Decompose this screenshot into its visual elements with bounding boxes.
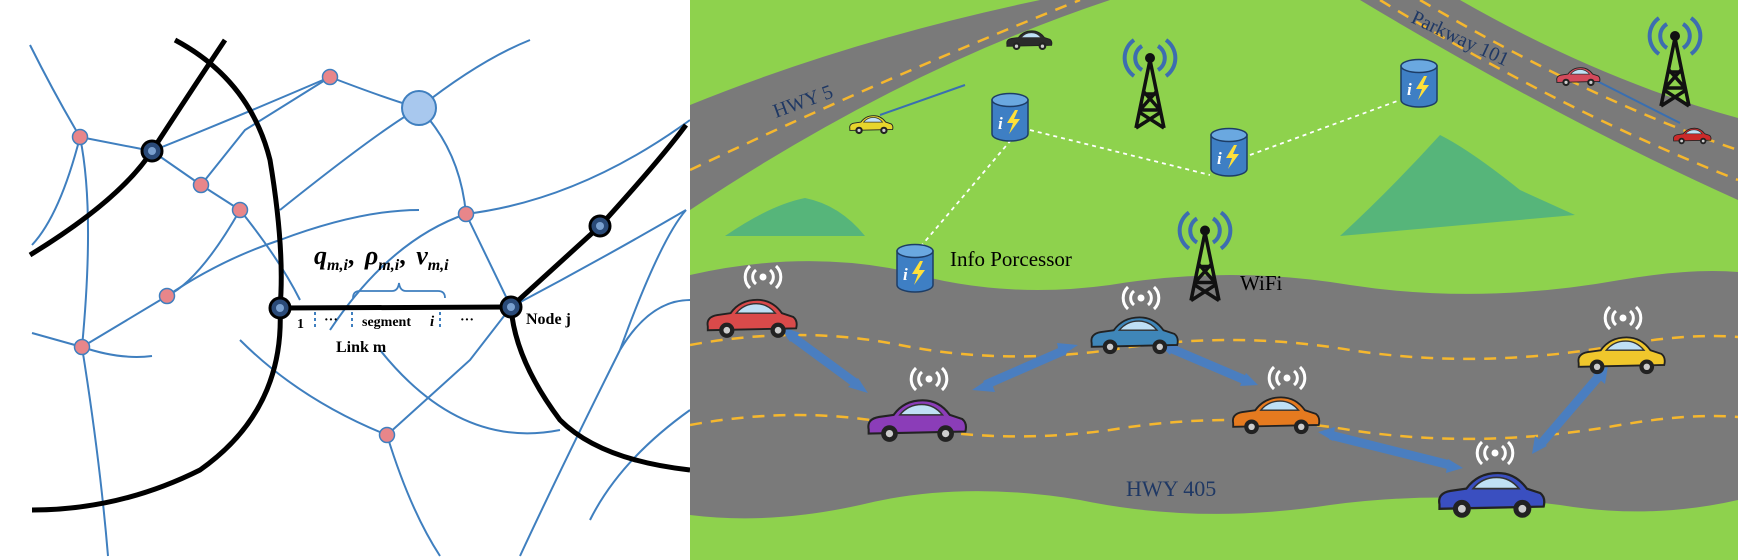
info-processor-icon-1 bbox=[991, 92, 1029, 142]
road-network-diagram: qm,i, ρm,i, vm,i 1 ··· segment i ··· Nod… bbox=[28, 37, 691, 557]
hwy405-lane-line-2 bbox=[690, 413, 1738, 441]
v2v-arrows bbox=[787, 331, 1604, 470]
segment-ticks bbox=[314, 312, 441, 328]
segment-start-label: 1 bbox=[297, 317, 304, 332]
ellipsis-left: ··· bbox=[324, 313, 338, 328]
wifi-label: WiFi bbox=[1240, 271, 1282, 295]
major-roads bbox=[28, 37, 691, 513]
segment-brace bbox=[352, 282, 446, 299]
major-nodes bbox=[140, 139, 612, 320]
ellipsis-right: ··· bbox=[460, 313, 474, 328]
hwy5-road bbox=[690, 0, 1110, 210]
minor-roads bbox=[29, 39, 691, 557]
hwy5-lane-line bbox=[690, 0, 1081, 172]
link-m-label: Link m bbox=[336, 339, 387, 356]
hwy5-v2v-link bbox=[879, 84, 966, 116]
parkway101-road bbox=[1360, 0, 1738, 200]
info-processor-icon-4 bbox=[896, 243, 934, 293]
parkway-v2v-link bbox=[1594, 79, 1681, 124]
hub-node bbox=[401, 90, 437, 126]
mountain-right bbox=[1340, 135, 1575, 236]
info-processor-icon-2 bbox=[1210, 127, 1248, 177]
mountain-left bbox=[725, 198, 865, 236]
parkway101-lane-line-2 bbox=[1419, 0, 1738, 152]
minor-nodes bbox=[71, 68, 475, 444]
node-j-label: Node j bbox=[526, 311, 571, 328]
info-processor-label: Info Porcessor bbox=[950, 247, 1072, 271]
traffic-variables-label: qm,i, ρm,i, vm,i bbox=[314, 241, 449, 274]
info-processor-icon-3 bbox=[1400, 58, 1438, 108]
v2v-arrowheads bbox=[780, 326, 1608, 473]
connected-vehicle-scene: HWY 5 Parkway 101 HWY 405 Info Porcessor… bbox=[690, 0, 1738, 560]
segment-label: segment bbox=[362, 315, 411, 330]
segment-index-label: i bbox=[430, 314, 435, 330]
processor-links bbox=[921, 99, 1401, 246]
hwy405-label: HWY 405 bbox=[1126, 476, 1216, 501]
